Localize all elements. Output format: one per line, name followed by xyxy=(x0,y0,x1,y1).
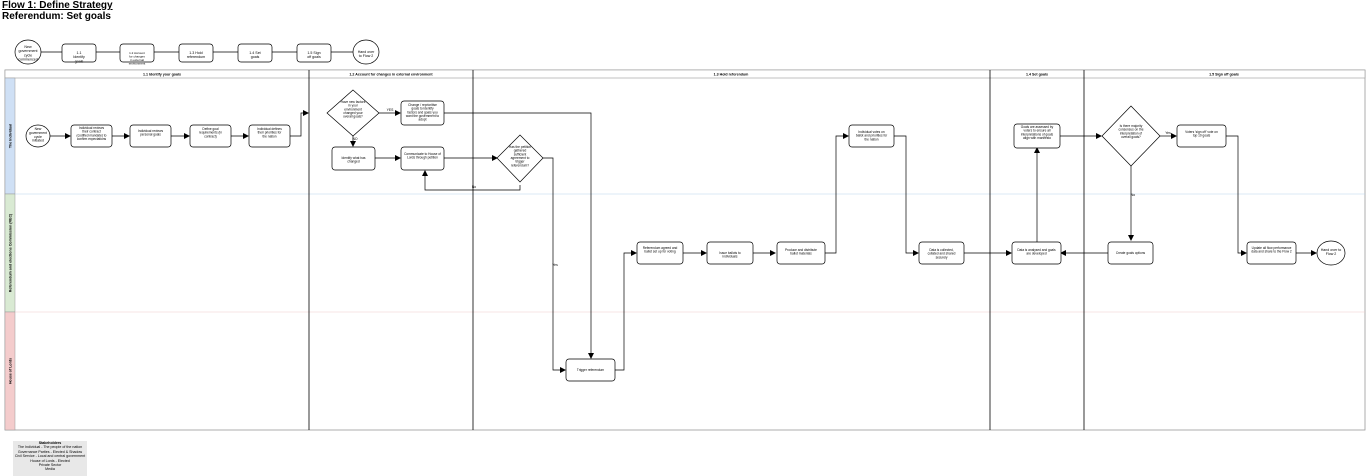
node-create-options: Create goals options xyxy=(1107,241,1154,265)
stakeholders-legend: Stakeholders The Individual - The people… xyxy=(13,441,87,476)
page-subtitle: Referendum: Set goals xyxy=(2,11,111,22)
edge-label: No xyxy=(472,185,476,189)
phase-header: 1.4 Set goals xyxy=(1026,73,1048,77)
edge-label: Yes xyxy=(552,263,558,267)
stakeholder-item: Private Sector xyxy=(38,463,62,468)
phase-header: 1.5 Sign off goals xyxy=(1209,73,1239,77)
edge-label: No xyxy=(1131,193,1135,197)
edge-label: YES xyxy=(387,108,395,112)
stakeholder-item: Media xyxy=(45,467,55,472)
phase-header: 1.3 Hold referendum xyxy=(714,73,749,77)
overview-start xyxy=(14,39,42,65)
stakeholder-item: The Individual - The people of the natio… xyxy=(17,445,83,450)
page-title: Flow 1: Define Strategy xyxy=(2,0,113,11)
lane-label: House of Lords xyxy=(9,358,13,384)
overview-end xyxy=(352,39,380,65)
swimlane-frame xyxy=(4,69,1366,431)
node-text: Trigger referendum xyxy=(577,368,605,372)
node-text: Create goals options xyxy=(1116,251,1146,255)
stakeholders-heading: Stakeholders xyxy=(38,441,62,445)
edge-label: Yes xyxy=(1165,131,1171,135)
phase-header: 1.2 Account for changes in external envi… xyxy=(349,73,433,77)
edge-label: NO xyxy=(352,137,357,141)
lane-strip xyxy=(4,311,16,431)
stakeholder-item: Governance Parties - Elected & Shadow xyxy=(17,449,83,454)
connectors xyxy=(50,110,1317,373)
stakeholder-item: House of Lords - Elected xyxy=(30,458,70,463)
phase-header: 1.1 Identify your goals xyxy=(143,73,181,77)
lane-label: The Individual xyxy=(9,124,13,148)
stakeholder-item: Civil Service - Local and central govern… xyxy=(14,454,86,459)
node-trigger-referendum: Trigger referendum xyxy=(565,358,616,382)
lane-label: Referendum and elections Commission (REC… xyxy=(9,213,13,292)
